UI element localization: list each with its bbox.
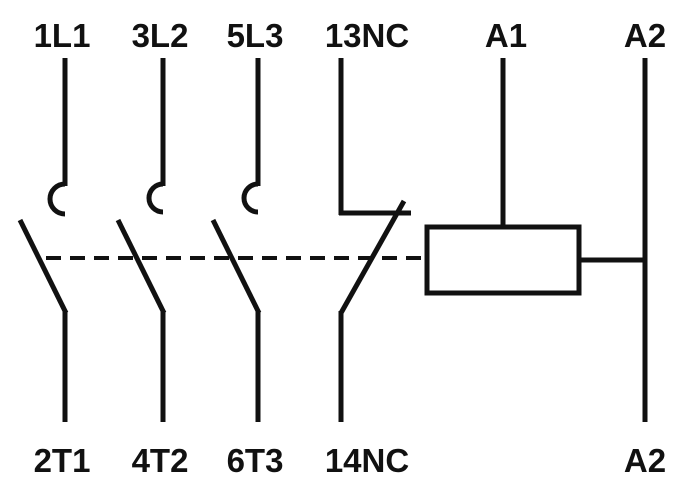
terminal-label-4t2: 4T2 [132, 442, 189, 479]
pole-1-fixed-contact-arc [47, 181, 66, 217]
terminal-label-a1: A1 [485, 17, 527, 54]
pole-1-moving-contact-blade [17, 218, 69, 315]
terminal-label-6t3: 6T3 [227, 442, 284, 479]
pole-2-fixed-contact-arc [146, 181, 164, 215]
terminal-label-a2-top: A2 [624, 17, 666, 54]
terminal-label-a2-bottom: A2 [624, 442, 666, 479]
main-pole-3 [210, 58, 262, 422]
pole-2-moving-contact-blade [115, 218, 167, 315]
terminal-label-1l1: 1L1 [34, 17, 91, 54]
main-pole-1 [17, 58, 69, 422]
terminal-labels: 1L1 3L2 5L3 13NC A1 A2 2T1 4T2 6T3 14NC … [34, 17, 667, 479]
schematic-strokes [17, 58, 648, 422]
terminal-label-13nc: 13NC [325, 17, 409, 54]
aux-nc-contact [338, 58, 411, 422]
terminal-label-5l3: 5L3 [227, 17, 284, 54]
terminal-label-2t1: 2T1 [34, 442, 91, 479]
pole-3-fixed-contact-arc [241, 181, 259, 215]
terminal-label-14nc: 14NC [325, 442, 409, 479]
coil-box [424, 224, 582, 296]
main-pole-2 [115, 58, 167, 422]
pole-3-moving-contact-blade [210, 218, 262, 315]
coil-circuit [424, 58, 648, 422]
terminal-label-3l2: 3L2 [132, 17, 189, 54]
